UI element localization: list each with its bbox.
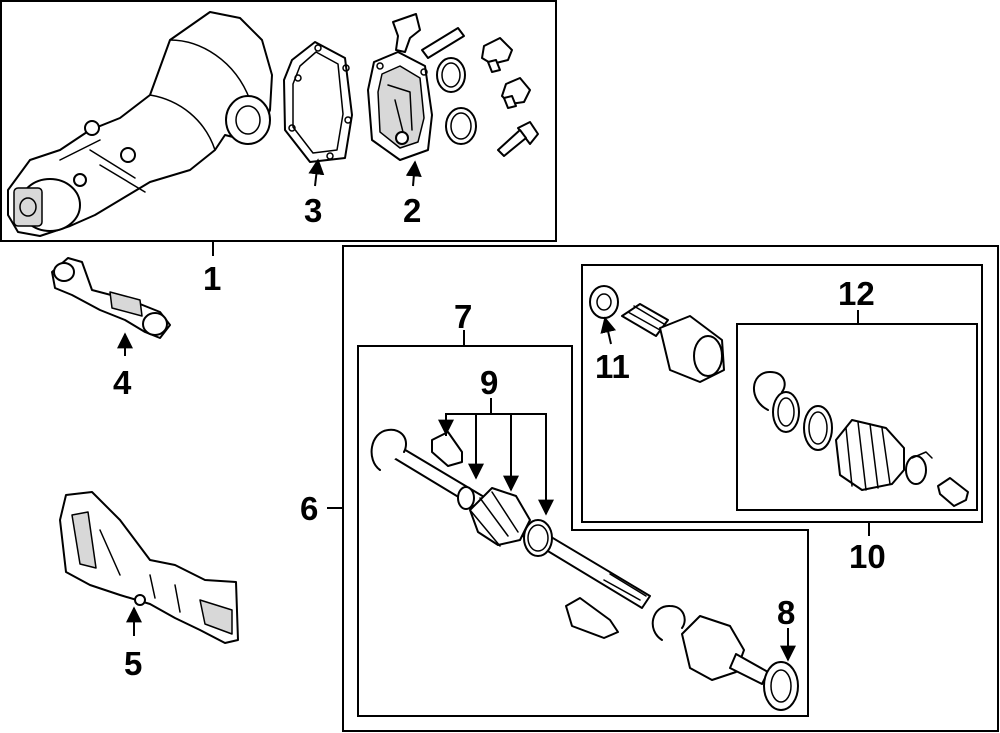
axle-assembly-frame xyxy=(342,245,999,732)
inner-boot-clamp-large xyxy=(523,519,553,557)
callout-11: 11 xyxy=(595,348,630,385)
inner-snap-ring xyxy=(370,428,407,471)
callout-12: 12 xyxy=(838,275,875,312)
outer-joint-seal xyxy=(589,285,619,319)
callout-5: 5 xyxy=(124,645,142,682)
temperature-sensor xyxy=(497,121,539,157)
o-ring-upper xyxy=(436,57,466,93)
outer-cv-joint xyxy=(681,615,769,685)
callout-10: 10 xyxy=(849,538,886,575)
dust-seal xyxy=(763,661,799,711)
heat-shield xyxy=(59,491,239,644)
callout-3: 3 xyxy=(304,192,322,229)
differential-group-frame xyxy=(0,0,557,242)
leader-lines xyxy=(117,158,870,662)
callout-2: 2 xyxy=(403,192,421,229)
mount-bracket xyxy=(51,257,171,339)
cover-gasket xyxy=(283,41,353,163)
o-ring-lower xyxy=(445,107,477,145)
boot-band xyxy=(803,405,833,451)
inner-joint-frame xyxy=(357,345,809,717)
outer-joint-frame xyxy=(581,264,983,523)
boot-clamp-small xyxy=(905,451,933,485)
callout-7: 7 xyxy=(454,298,472,335)
boot-grease xyxy=(937,477,969,507)
callout-6: 6 xyxy=(300,490,318,527)
outer-joint-housing xyxy=(621,303,725,383)
cv-boot xyxy=(835,419,905,491)
vent-bracket xyxy=(392,13,421,53)
callout-4: 4 xyxy=(113,364,132,401)
boot-clamp-ring xyxy=(772,391,800,433)
differential-carrier xyxy=(7,11,273,237)
rear-cover xyxy=(367,51,433,161)
grease-packet-lower xyxy=(565,597,619,639)
boot-snap-ring xyxy=(753,371,786,411)
outer-snap-ring xyxy=(651,604,686,641)
grease-packet-upper xyxy=(431,431,463,467)
callout-9: 9 xyxy=(480,364,498,401)
breather-pin xyxy=(421,27,465,59)
callout-1: 1 xyxy=(203,260,221,297)
drain-plug xyxy=(481,37,513,73)
callout-8: 8 xyxy=(777,594,795,631)
fill-plug xyxy=(501,77,531,109)
inner-boot-clamp-small xyxy=(457,486,475,510)
